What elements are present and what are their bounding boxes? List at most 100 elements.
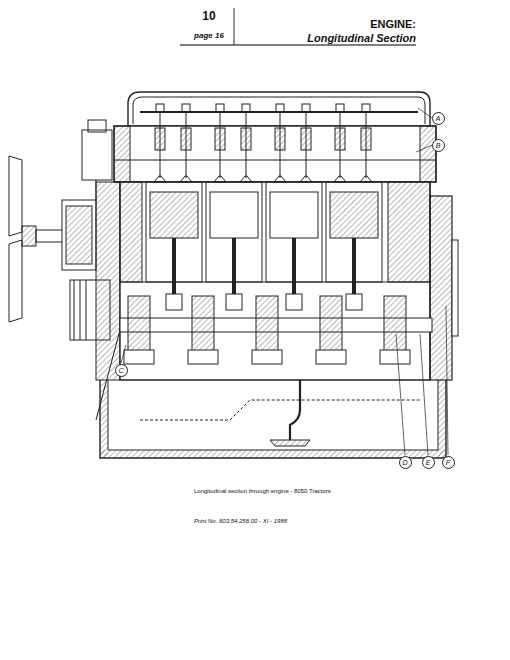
drawing-stroke [275,128,285,150]
callout-circle: D [399,456,412,469]
drawing-stroke [192,296,214,356]
drawing-stroke [286,294,302,310]
drawing-stroke [362,104,370,112]
drawing-stroke [335,128,345,150]
drawing-stroke [181,128,191,150]
drawing-stroke [361,128,371,150]
drawing-stroke [420,334,428,455]
drawing-stroke [290,380,300,440]
drawing-stroke [22,226,36,246]
drawing-stroke [346,294,362,310]
drawing-stroke [172,238,176,300]
drawing-stroke [74,280,75,340]
drawing-stroke [226,294,242,310]
drawing-stroke [240,176,252,182]
drawing-stroke [100,380,446,458]
drawing-stroke [120,182,430,380]
drawing-stroke [256,296,278,356]
drawing-stroke [452,240,458,336]
drawing-stroke [180,176,192,182]
drawing-stroke [9,240,22,322]
drawing-stroke [360,176,372,182]
drawing-stroke [416,145,432,152]
drawing-stroke [300,176,312,182]
drawing-stroke [124,350,154,364]
callout-circle: C [115,364,128,377]
drawing-stroke [274,176,286,182]
drawing-stroke [155,128,165,150]
callout-circle: E [422,456,435,469]
drawing-stroke [128,92,430,126]
drawing-stroke [336,104,344,112]
drawing-stroke [418,108,432,118]
drawing-stroke [210,192,258,238]
drawing-stroke [330,192,378,238]
callout-letter: C [118,367,123,374]
drawing-stroke [380,350,410,364]
drawing-stroke [334,176,346,182]
drawing-stroke [214,176,226,182]
drawing-stroke [120,104,432,364]
callout-letter: A [436,115,441,122]
drawing-stroke [140,111,418,113]
drawing-stroke [140,400,420,420]
drawing-stroke [9,92,458,458]
drawing-stroke [316,350,346,364]
drawing-stroke [396,334,405,455]
drawing-stroke [234,8,235,45]
drawing-stroke [128,296,150,356]
drawing-stroke [215,128,225,150]
print-number: Print No. 603.54.256.00 - XI - 1988 [194,518,287,525]
drawing-stroke [154,176,166,182]
drawing-stroke [62,200,96,270]
drawing-stroke [388,182,430,282]
chapter-heading: ENGINE: [370,18,416,30]
drawing-stroke [270,192,318,238]
drawing-stroke [420,126,436,182]
drawing-stroke [384,296,406,356]
drawing-stroke [241,128,251,150]
drawing-stroke [120,182,142,282]
callout-letter: F [446,459,450,466]
drawing-stroke [88,120,106,132]
drawing-stroke [270,440,310,446]
drawing-stroke [438,380,446,458]
callout-letter: B [436,142,441,149]
drawing-stroke [242,104,250,112]
section-title: Longitudinal Section [307,32,416,44]
drawing-stroke [180,45,416,46]
callout-circle: F [442,456,455,469]
drawing-stroke [66,206,92,264]
drawing-stroke [292,238,296,300]
drawing-stroke [352,238,356,300]
drawing-stroke [114,126,130,182]
drawing-stroke [216,104,224,112]
drawing-stroke [182,104,190,112]
drawing-stroke [114,126,436,182]
callout-letter: D [402,459,407,466]
section-number: 10 [202,10,215,23]
callout-letter: E [426,459,431,466]
drawing-stroke [301,128,311,150]
drawing-stroke [302,104,310,112]
drawing-stroke [446,306,448,455]
callout-circle: B [432,139,445,152]
drawing-stroke [82,130,112,180]
drawing-stroke [156,104,164,112]
figure-caption: Longitudinal section through engine - 80… [194,488,331,495]
drawing-stroke [121,345,126,363]
drawing-stroke [320,296,342,356]
drawing-stroke [121,108,448,455]
drawing-stroke [9,156,22,236]
drawing-stroke [96,182,120,380]
drawing-stroke [150,192,198,238]
drawing-stroke [108,380,438,450]
drawing-stroke [166,294,182,310]
drawing-stroke [133,97,425,124]
drawing-stroke [276,104,284,112]
drawing-stroke [36,230,64,242]
drawing-stroke [80,280,81,340]
drawing-stroke [188,350,218,364]
page-number: page 16 [194,32,224,41]
